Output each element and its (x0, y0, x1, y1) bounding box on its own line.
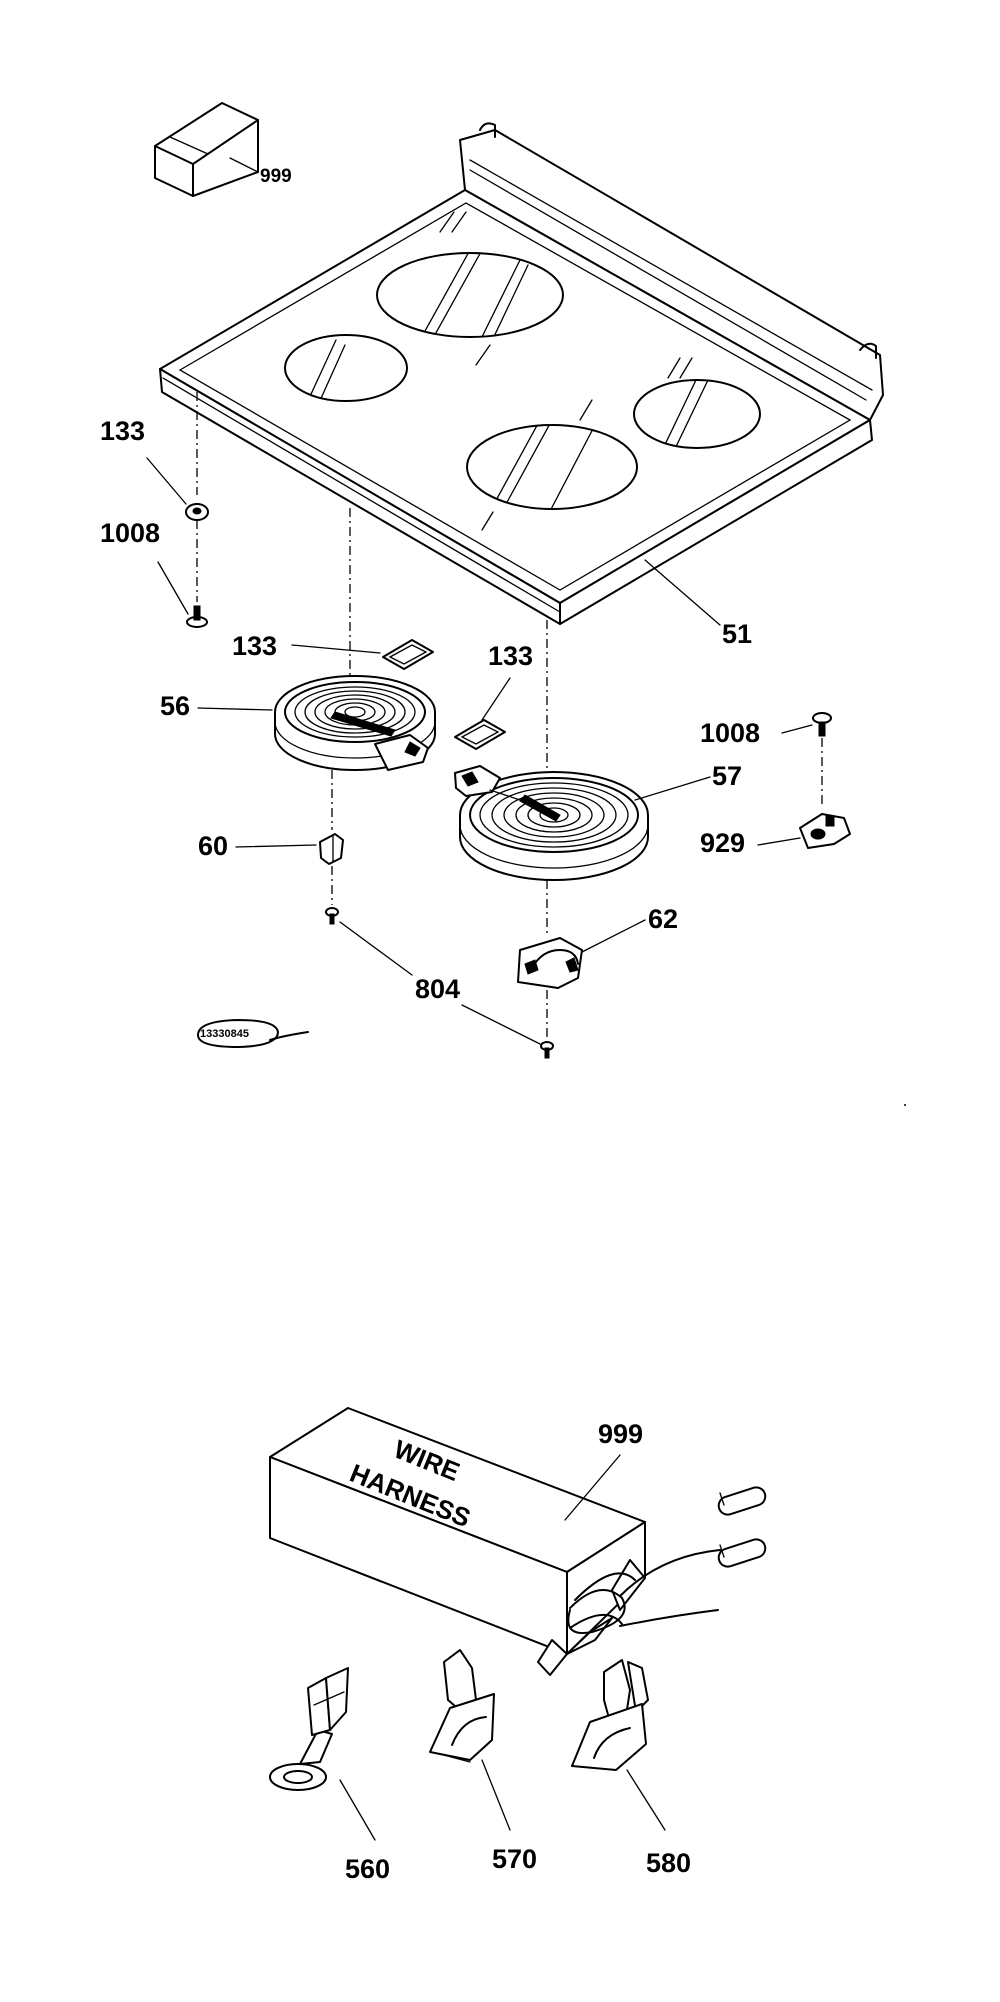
label-element-56: 56 (160, 691, 190, 721)
label-box-bottom: 999 (598, 1419, 643, 1449)
leader-51 (644, 559, 721, 626)
screw-1008-b-part (812, 712, 832, 737)
spade-terminal-570-part (429, 1649, 495, 1763)
ring-terminal-560-part (269, 1667, 349, 1791)
label-bracket-62: 62 (648, 904, 678, 934)
screw-804-b-part (540, 1041, 554, 1059)
seal-133-b-part (454, 719, 506, 750)
bracket-60-part (319, 833, 344, 865)
label-box-top: 999 (260, 166, 292, 187)
bracket-62-part (517, 937, 583, 989)
label-element-57: 57 (712, 761, 742, 791)
leader-999 (229, 157, 259, 173)
svg-text:13330845: 13330845 (200, 1028, 249, 1040)
screw-1008-part (186, 605, 208, 628)
clip-929-part (799, 813, 851, 849)
label-seal-1: 133 (100, 416, 145, 446)
label-cooktop: 51 (722, 619, 752, 649)
radiant-element-56-part (274, 675, 436, 771)
grommet-133-part (185, 503, 209, 521)
label-screw-804: 804 (415, 974, 460, 1004)
label-screw-1: 1008 (100, 518, 160, 548)
label-seal-3: 133 (488, 641, 533, 671)
label-bracket-60: 60 (198, 831, 228, 861)
label-seal-2: 133 (232, 631, 277, 661)
label-screw-2: 1008 (700, 718, 760, 748)
radiant-element-57-part (454, 765, 649, 881)
seal-133-a-part (382, 639, 434, 670)
spade-terminal-580-part (571, 1659, 649, 1771)
label-clip-929: 929 (700, 828, 745, 858)
screw-804-a-part (325, 907, 339, 925)
label-terminal-570: 570 (492, 1844, 537, 1874)
label-terminal-560: 560 (345, 1854, 390, 1884)
label-terminal-580: 580 (646, 1848, 691, 1878)
drawing-number-stamp: 13330845 (197, 1019, 309, 1048)
replacement-box-part (154, 102, 259, 197)
wire-harness-box-part: WIRE HARNESS (269, 1407, 767, 1676)
cooktop-glass (159, 122, 884, 625)
